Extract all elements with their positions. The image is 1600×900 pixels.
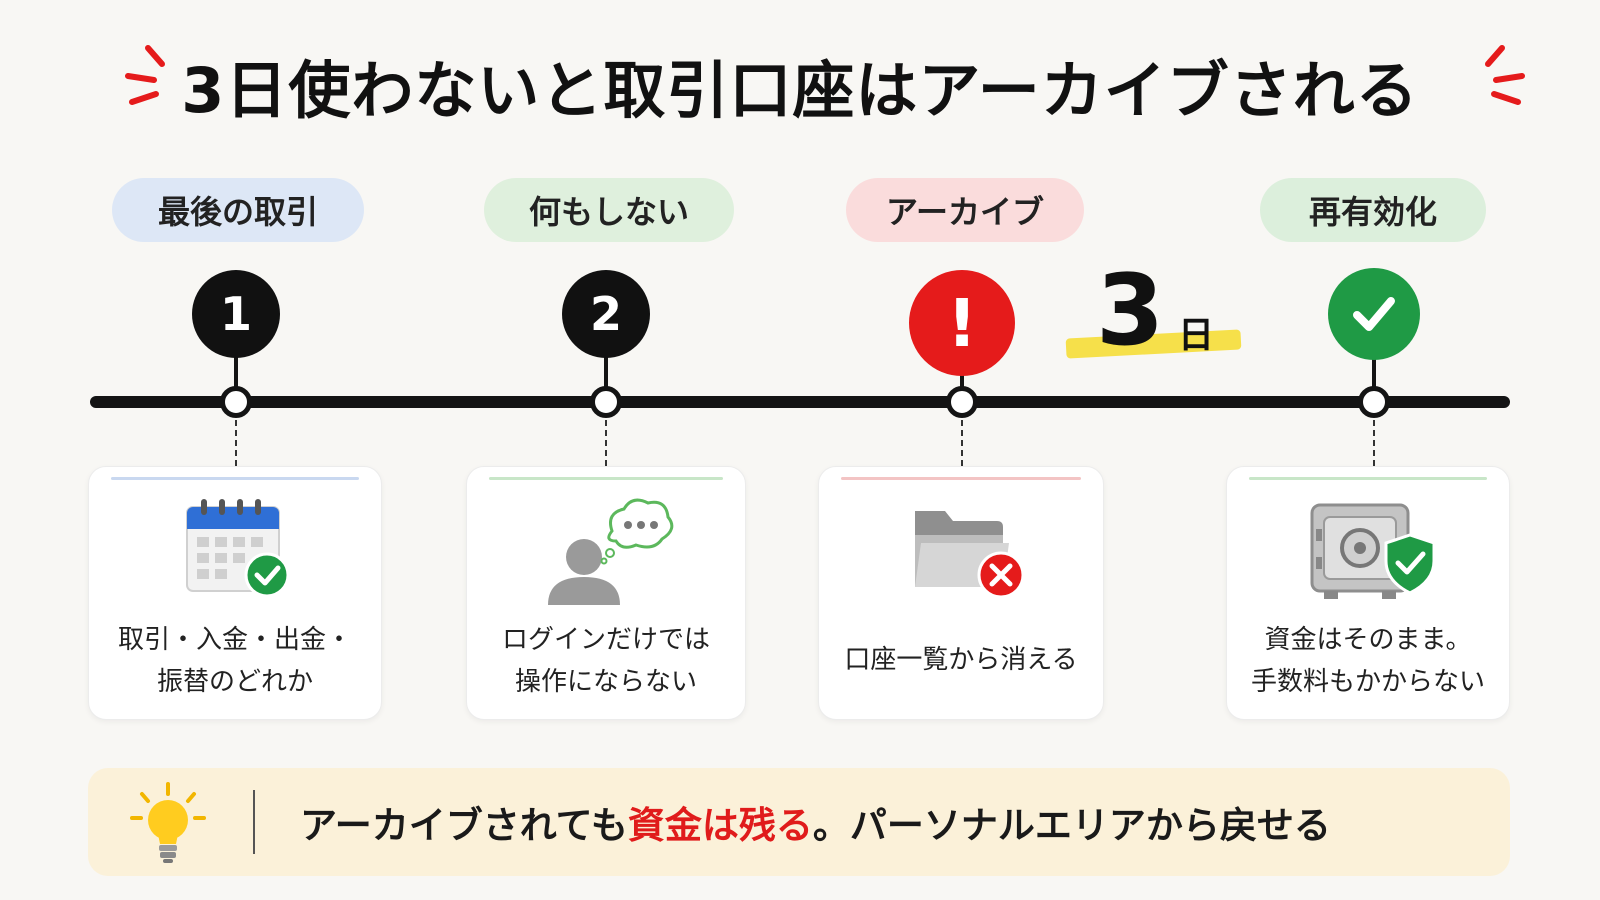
tip-highlight: 資金は残る <box>627 804 813 847</box>
warning-badge: ! <box>909 270 1015 376</box>
step-1-node <box>220 386 252 418</box>
step-1-label: 最後の取引 <box>112 178 364 242</box>
days-elapsed-marker: 3 日 <box>1065 254 1246 372</box>
emphasis-burst-left-icon <box>125 45 165 105</box>
check-badge-icon <box>1328 268 1420 360</box>
card-accent-line <box>111 477 359 480</box>
step-3-label: アーカイブ <box>846 178 1084 242</box>
step-2-description: ログインだけでは 操作にならない <box>501 625 710 697</box>
step-2-badge: 2 <box>562 270 650 358</box>
step-4-label: 再有効化 <box>1260 178 1486 242</box>
step-1-description: 取引・入金・出金・ 振替のどれか <box>117 625 352 697</box>
tip-banner: アーカイブされても 資金は残る 。パーソナルエリアから戻せる <box>88 768 1510 876</box>
step-1-card: 取引・入金・出金・ 振替のどれか <box>88 466 382 720</box>
emphasis-burst-right-icon <box>1485 45 1525 105</box>
person-thinking-icon <box>548 498 674 605</box>
calendar-check-icon <box>186 499 290 598</box>
safe-shield-icon <box>1310 503 1436 599</box>
step-4-card: 資金はそのまま。 手数料もかからない <box>1226 466 1510 720</box>
step-3-connector <box>961 420 963 466</box>
step-2-connector <box>605 420 607 466</box>
step-3-node <box>946 386 978 418</box>
folder-removed-icon <box>915 511 1025 599</box>
step-3-card: 口座一覧から消える <box>818 466 1104 720</box>
step-4-stem <box>1372 350 1376 400</box>
step-2-stem <box>604 350 608 400</box>
timeline-line <box>90 396 1510 408</box>
card-accent-line <box>841 477 1081 480</box>
step-2-card: ログインだけでは 操作にならない <box>466 466 746 720</box>
page-title: 3日使わないと取引口座はアーカイブされる <box>181 54 1419 127</box>
step-1-badge: 1 <box>192 270 280 358</box>
step-1-connector <box>235 420 237 466</box>
step-1-stem <box>234 350 238 400</box>
days-number: 3 <box>1096 254 1165 368</box>
days-unit: 日 <box>1178 315 1215 356</box>
card-accent-line <box>489 477 723 480</box>
step-3-stem <box>960 370 964 400</box>
tip-message: アーカイブされても 資金は残る 。パーソナルエリアから戻せる <box>300 768 1331 876</box>
step-4-description: 資金はそのまま。 手数料もかからない <box>1250 625 1485 697</box>
step-4-connector <box>1373 420 1375 466</box>
card-accent-line <box>1249 477 1487 480</box>
tip-divider <box>253 790 255 854</box>
step-4-node <box>1358 386 1390 418</box>
step-2-label: 何もしない <box>484 178 734 242</box>
step-3-description: 口座一覧から消える <box>844 645 1078 675</box>
lightbulb-icon <box>130 782 206 863</box>
step-2-node <box>590 386 622 418</box>
